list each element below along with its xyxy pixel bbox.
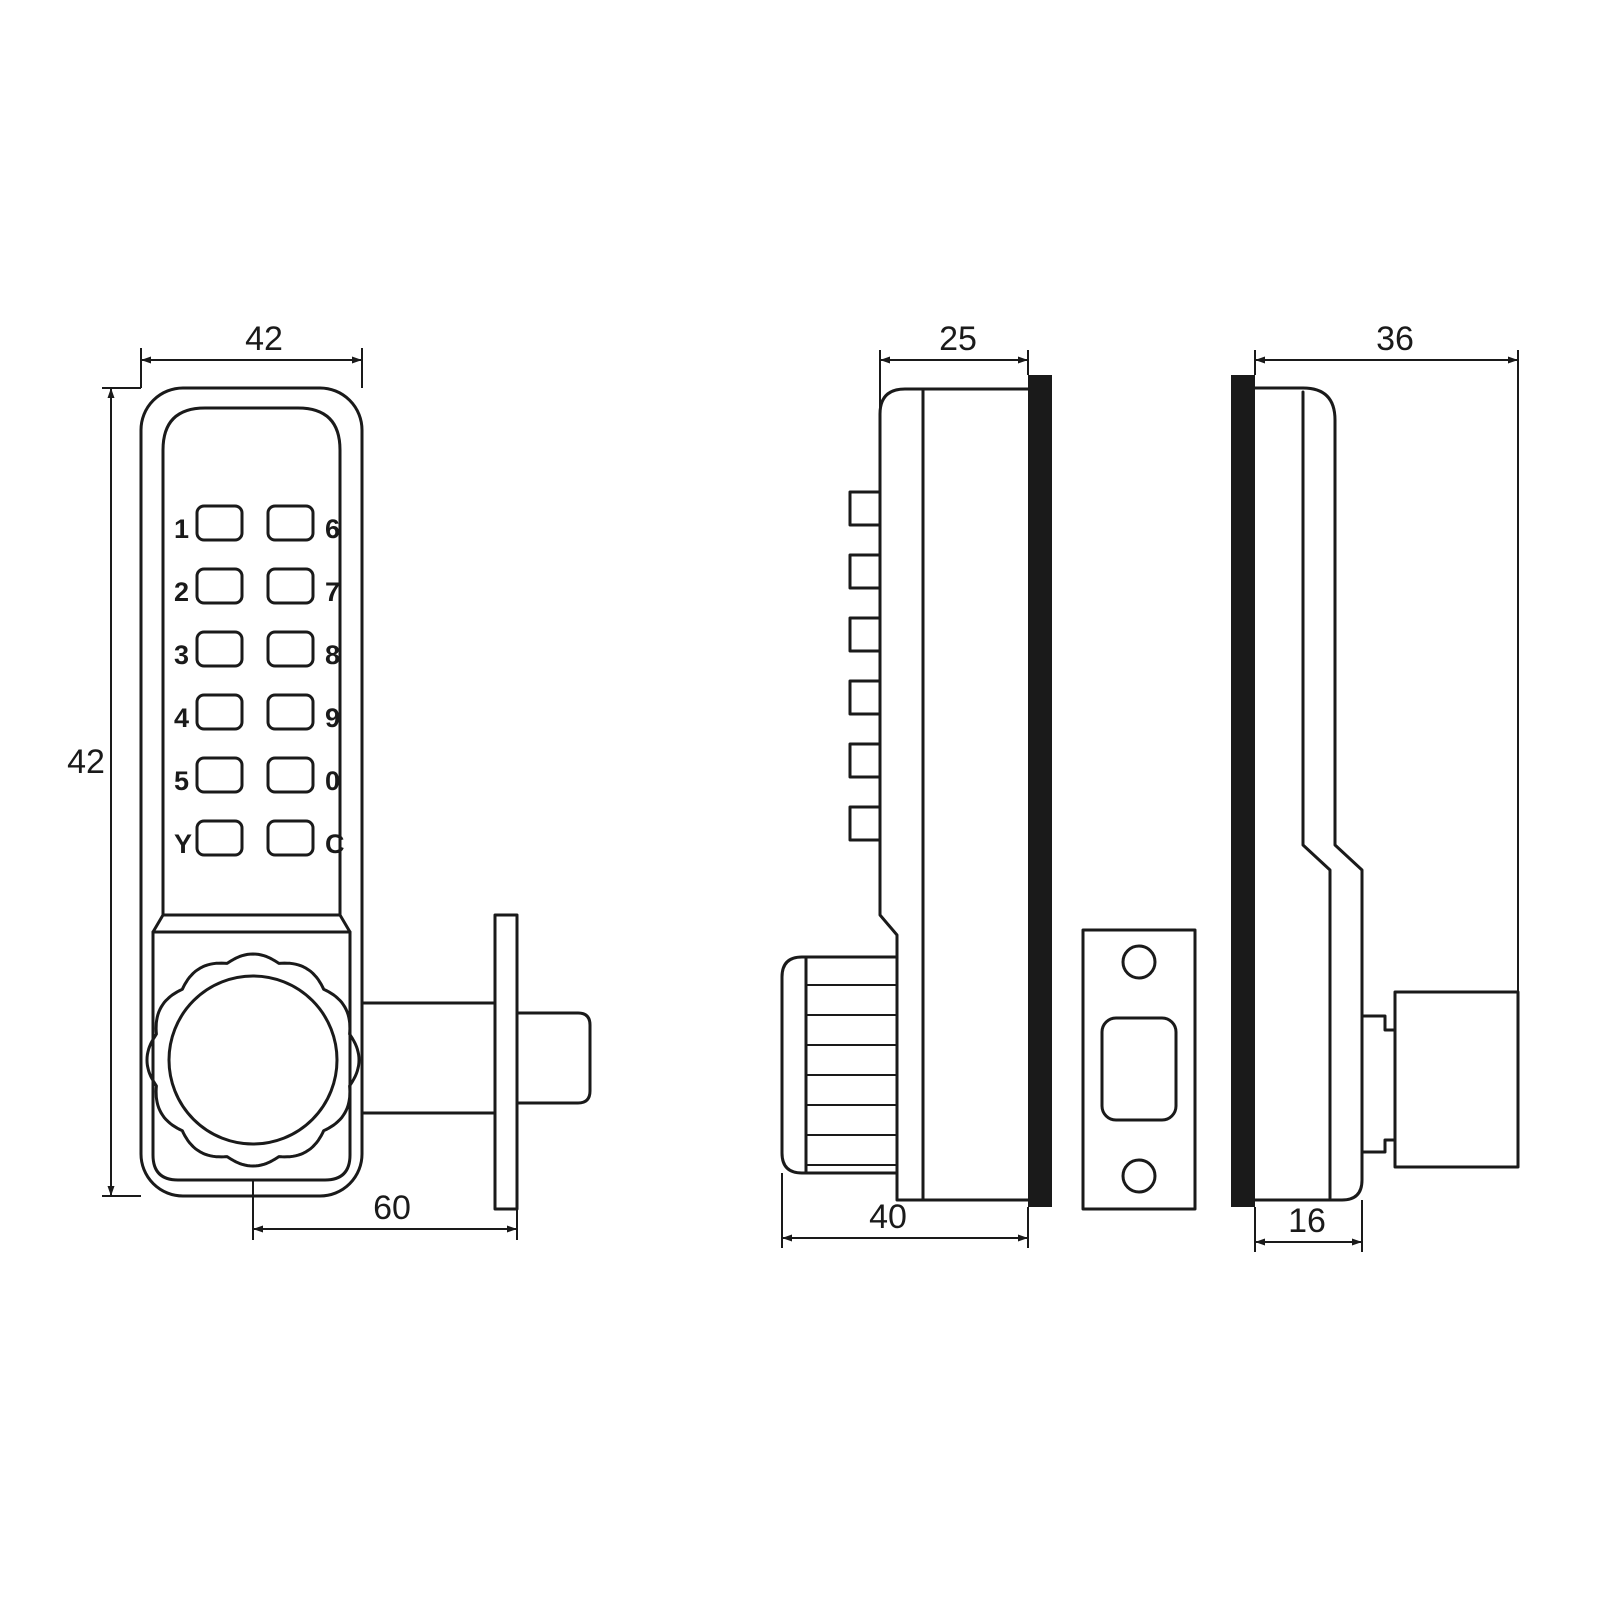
key-button-right xyxy=(266,756,315,794)
side-knob-ridges xyxy=(806,984,897,1166)
side-key-button xyxy=(848,742,882,779)
strike-screw-hole-bottom xyxy=(1121,1158,1157,1194)
dim-front-height: 42 xyxy=(67,743,105,781)
key-button-left xyxy=(195,819,244,857)
key-button-left xyxy=(195,567,244,605)
key-button-right xyxy=(266,693,315,731)
front-bezel xyxy=(151,913,352,934)
side-keys xyxy=(848,490,882,842)
key-label-7: 7 xyxy=(325,577,340,607)
key-button-left xyxy=(195,756,244,794)
side-key-button xyxy=(848,490,882,527)
strike-plate xyxy=(1081,928,1197,1211)
right-inner-line xyxy=(1301,390,1332,1200)
dim-right-top: 36 xyxy=(1376,320,1414,358)
side-dimensions: 25 40 xyxy=(781,320,1029,1248)
right-view xyxy=(1231,375,1520,1207)
front-outer-body xyxy=(139,386,364,1198)
key-button-right xyxy=(266,504,315,542)
key-label-1: 1 xyxy=(174,514,189,544)
right-bolt-housing xyxy=(1393,990,1520,1169)
latch-bolt xyxy=(515,1011,592,1105)
latch-tube xyxy=(360,1001,497,1115)
strike-opening xyxy=(1100,1016,1178,1122)
right-dimensions: 36 16 xyxy=(1254,320,1519,1252)
dim-right-bottom: 16 xyxy=(1288,1202,1326,1240)
dim-side-bottom: 40 xyxy=(869,1198,907,1236)
latch-faceplate xyxy=(493,913,519,1211)
key-label-y: Y xyxy=(174,829,192,859)
key-label-6: 6 xyxy=(325,514,340,544)
keypad xyxy=(195,504,315,857)
key-button-left xyxy=(195,693,244,731)
side-door-plate xyxy=(1028,375,1052,1207)
front-knob-housing xyxy=(151,930,352,1182)
key-button-right xyxy=(266,630,315,668)
side-view xyxy=(780,375,1197,1211)
side-key-button xyxy=(848,805,882,842)
side-key-button xyxy=(848,616,882,653)
right-door-plate xyxy=(1231,375,1255,1207)
front-dimensions: 42 42 60 xyxy=(67,320,518,1240)
key-label-8: 8 xyxy=(325,640,340,670)
key-button-right xyxy=(266,567,315,605)
key-label-3: 3 xyxy=(174,640,189,670)
knurled-knob xyxy=(145,952,361,1168)
dim-front-width: 42 xyxy=(245,320,283,358)
key-label-9: 9 xyxy=(325,703,340,733)
side-body xyxy=(878,387,1030,1202)
key-label-c: C xyxy=(325,829,345,859)
key-label-4: 4 xyxy=(174,703,189,733)
knob-center xyxy=(167,974,339,1146)
dim-side-top: 25 xyxy=(939,320,977,358)
right-bolt-bracket xyxy=(1360,1014,1397,1154)
side-key-button xyxy=(848,679,882,716)
front-view xyxy=(139,386,592,1211)
key-button-left xyxy=(195,504,244,542)
key-label-5: 5 xyxy=(174,766,189,796)
side-key-button xyxy=(848,553,882,590)
front-keypad-panel xyxy=(161,406,342,917)
key-label-2: 2 xyxy=(174,577,189,607)
keypad-labels: 1 2 3 4 5 Y 6 7 8 9 0 C xyxy=(174,514,345,859)
side-knob-cap xyxy=(780,955,899,1175)
key-label-0: 0 xyxy=(325,766,340,796)
dim-bolt-length: 60 xyxy=(373,1189,411,1227)
key-button-right xyxy=(266,819,315,857)
right-body xyxy=(1253,386,1364,1202)
strike-screw-hole-top xyxy=(1121,944,1157,980)
key-button-left xyxy=(195,630,244,668)
